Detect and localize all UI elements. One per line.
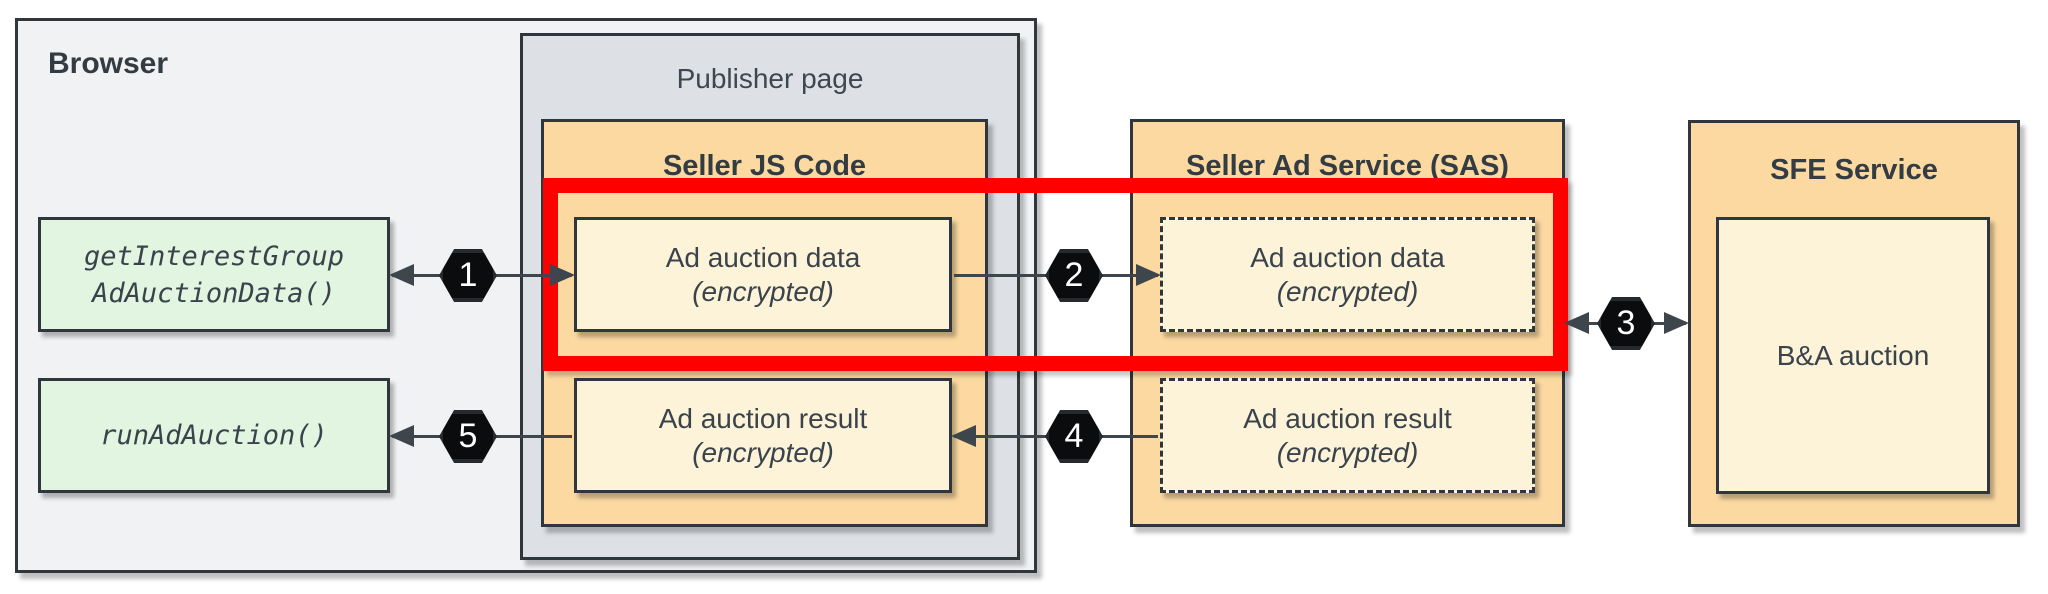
node-title: Ad auction data — [1250, 241, 1445, 273]
node-title: Ad auction data — [665, 241, 861, 273]
step-number: 2 — [1064, 256, 1084, 294]
seller-ad-service-title: Seller Ad Service (SAS) — [1186, 150, 1509, 182]
sas-ad-auction-data-node: Ad auction data (encrypted) — [1160, 217, 1535, 332]
node-title: Ad auction result — [658, 402, 868, 434]
arrowhead-right-icon — [1664, 312, 1689, 334]
get-interest-group-ad-auction-data-node: getInterestGroup AdAuctionData() — [38, 217, 390, 332]
node-subtitle: (encrypted) — [1276, 275, 1419, 307]
arrowhead-right-icon — [550, 264, 575, 286]
publisher-page-title: Publisher page — [676, 63, 864, 94]
step-number: 5 — [458, 417, 478, 455]
sfe-service-title: SFE Service — [1770, 154, 1938, 186]
step-number: 3 — [1616, 304, 1636, 342]
api-call-line1: runAdAuction() — [100, 420, 328, 451]
sas-ad-auction-result-node: Ad auction result (encrypted) — [1160, 378, 1535, 493]
node-title: B&A auction — [1776, 339, 1930, 371]
step-badge-3-hexagon-icon: 3 — [1597, 297, 1655, 350]
seller-js-code-title: Seller JS Code — [662, 150, 867, 182]
seller-js-ad-auction-result-node: Ad auction result (encrypted) — [574, 378, 952, 493]
arrowhead-left-icon — [389, 425, 414, 447]
step-number: 4 — [1064, 417, 1084, 455]
api-call-line2: AdAuctionData() — [92, 277, 336, 309]
run-ad-auction-node: runAdAuction() — [38, 378, 390, 493]
arrowhead-right-icon — [1136, 264, 1161, 286]
step-number: 1 — [458, 256, 478, 294]
seller-js-ad-auction-data-node: Ad auction data (encrypted) — [574, 217, 952, 332]
step-badge-4-hexagon-icon: 4 — [1045, 410, 1103, 463]
node-title: Ad auction result — [1243, 402, 1452, 434]
node-subtitle: (encrypted) — [692, 275, 834, 307]
arrowhead-left-icon — [389, 264, 414, 286]
ba-auction-node: B&A auction — [1716, 217, 1990, 494]
node-subtitle: (encrypted) — [1276, 436, 1419, 468]
node-subtitle: (encrypted) — [692, 436, 834, 468]
browser-title: Browser — [48, 47, 169, 80]
api-call-line1: getInterestGroup — [83, 240, 345, 272]
arrowhead-left-icon — [1564, 312, 1589, 334]
arrowhead-left-icon — [951, 425, 976, 447]
